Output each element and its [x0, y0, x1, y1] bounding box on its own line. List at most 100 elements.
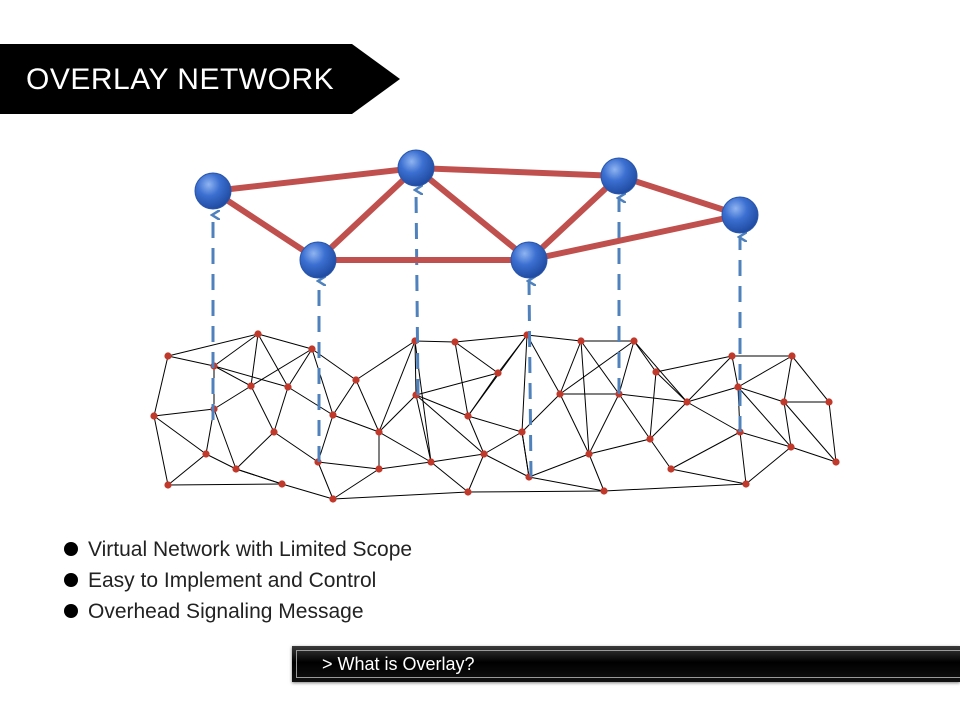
physical-link — [655, 355, 733, 373]
overlay-link — [526, 173, 622, 263]
physical-link — [467, 415, 485, 455]
physical-node — [375, 465, 383, 473]
physical-node — [577, 337, 585, 345]
physical-link — [686, 386, 739, 403]
physical-link — [526, 334, 561, 395]
physical-link — [415, 372, 499, 396]
physical-node — [427, 458, 435, 466]
physical-link — [588, 453, 605, 492]
overlay-node — [510, 241, 548, 279]
physical-link — [521, 334, 528, 433]
physical-link — [257, 333, 289, 388]
physical-link — [332, 468, 380, 500]
physical-link — [167, 355, 215, 367]
physical-link — [213, 365, 289, 388]
physical-node — [308, 345, 316, 353]
mapping-arrow — [529, 281, 531, 478]
physical-link — [790, 446, 837, 463]
physical-link — [287, 348, 313, 388]
arrow-banner-shape — [0, 44, 400, 114]
physical-link — [430, 453, 485, 463]
overlay-node — [299, 241, 337, 279]
physical-node — [329, 411, 337, 419]
physical-link — [649, 371, 657, 440]
physical-link — [739, 431, 792, 448]
physical-link — [430, 461, 469, 493]
physical-link — [649, 438, 672, 470]
physical-link — [273, 431, 319, 463]
physical-node — [600, 487, 608, 495]
physical-node — [652, 368, 660, 376]
physical-node — [375, 428, 383, 436]
physical-link — [273, 386, 289, 433]
physical-node — [480, 450, 488, 458]
physical-link — [414, 340, 417, 396]
physical-node — [734, 383, 742, 391]
footer-nav-bar[interactable]: > What is Overlay? — [292, 646, 960, 682]
bullet-item: Overhead Signaling Message — [62, 596, 412, 627]
physical-link — [167, 483, 283, 486]
physical-link — [454, 341, 499, 374]
physical-node — [556, 390, 564, 398]
physical-link — [737, 355, 793, 388]
physical-node — [787, 443, 795, 451]
physical-link — [235, 468, 283, 485]
physical-link — [467, 453, 485, 493]
physical-link — [633, 340, 688, 403]
physical-node — [825, 398, 833, 406]
overlay-link — [315, 165, 419, 263]
physical-link — [580, 340, 590, 455]
physical-link — [618, 340, 635, 395]
physical-link — [281, 483, 334, 500]
overlay-network-diagram — [150, 149, 840, 503]
physical-link — [526, 334, 582, 342]
physical-link — [167, 333, 259, 357]
mapping-arrow — [416, 190, 418, 396]
overlay-link — [210, 188, 321, 263]
physical-network-nodes — [150, 330, 840, 503]
physical-node — [232, 465, 240, 473]
physical-link — [415, 394, 432, 463]
physical-node — [646, 435, 654, 443]
physical-link — [153, 355, 169, 417]
page-title: OVERLAY NETWORK — [26, 63, 335, 96]
physical-link — [559, 393, 590, 455]
physical-link — [205, 453, 237, 470]
physical-node — [742, 480, 750, 488]
physical-link — [317, 461, 334, 500]
physical-node — [164, 481, 172, 489]
bullet-text: Easy to Implement and Control — [88, 569, 377, 592]
mapping-arrows — [213, 190, 740, 478]
physical-link — [167, 453, 207, 486]
physical-link — [783, 401, 792, 448]
physical-link — [257, 333, 313, 350]
physical-link — [655, 371, 688, 403]
physical-node — [451, 338, 459, 346]
physical-link — [686, 401, 741, 433]
physical-link — [745, 446, 792, 485]
overlay-link — [413, 165, 622, 179]
physical-node — [329, 495, 337, 503]
physical-link — [378, 394, 417, 433]
physical-link — [670, 431, 741, 470]
physical-node — [683, 398, 691, 406]
title-banner: OVERLAY NETWORK — [0, 44, 400, 114]
physical-link — [521, 393, 561, 433]
bullet-dot-icon — [64, 604, 78, 618]
footer-link[interactable]: > What is Overlay? — [322, 654, 475, 674]
overlay-link — [616, 173, 743, 218]
physical-network-links — [153, 333, 837, 500]
physical-link — [686, 355, 733, 403]
physical-link — [355, 379, 380, 433]
physical-link — [250, 385, 275, 433]
physical-node — [630, 337, 638, 345]
physical-node — [780, 398, 788, 406]
physical-link — [213, 365, 252, 387]
overlay-node — [721, 196, 759, 234]
physical-link — [649, 401, 688, 440]
physical-node — [278, 480, 286, 488]
physical-link — [603, 483, 747, 492]
physical-node — [494, 369, 502, 377]
physical-node — [254, 330, 262, 338]
physical-node — [352, 376, 360, 384]
